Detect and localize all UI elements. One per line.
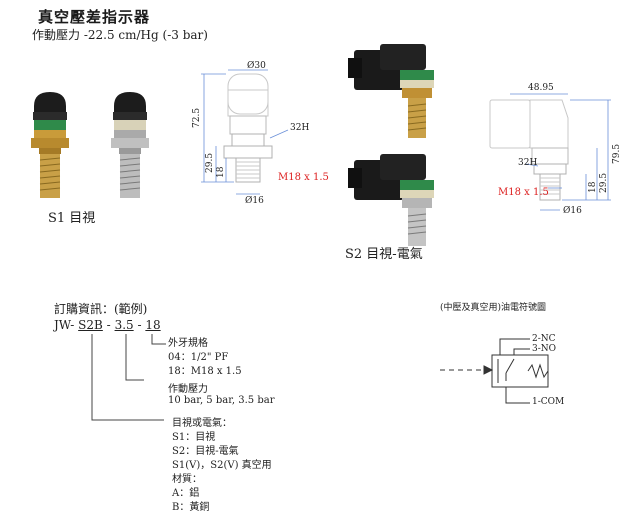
s1-product-photo: [31, 92, 149, 198]
s2-height-thread: 18: [588, 181, 598, 193]
s1-hex: 32H: [290, 123, 310, 133]
material-title: 材質：: [172, 474, 202, 485]
s2-height-total: 79.5: [612, 143, 622, 164]
order-code-pressure: 3.5: [114, 318, 134, 332]
s1-dia-bottom: Ø16: [245, 196, 264, 206]
s2-product-photo: [348, 44, 434, 246]
s1-caption: S1 目視: [48, 211, 96, 226]
pressure-options: 10 bar, 5 bar, 3.5 bar: [168, 395, 275, 406]
s2-caption: S2 目視-電氣: [345, 247, 423, 262]
order-code-sep: -: [137, 318, 142, 332]
order-code-type: S2B: [78, 318, 103, 332]
s1-dia-top: Ø30: [247, 61, 266, 71]
order-code: JW- S2B - 3.5 - 18: [54, 318, 161, 332]
operating-pressure: 作動壓力 -22.5 cm/Hg (-3 bar): [32, 28, 208, 42]
symbol-no-label: 3-NO: [532, 344, 557, 354]
s1-height-thread: 18: [216, 166, 226, 178]
type-option-s1: S1：目視: [172, 432, 216, 443]
s1-height-lower: 29.5: [205, 152, 215, 173]
symbol-title: (中壓及真空用)油電符號圖: [440, 303, 547, 313]
hydraulic-electric-symbol: [440, 338, 549, 404]
material-option-a: A：鋁: [172, 488, 200, 499]
type-option-s2: S2：目視-電氣: [172, 446, 239, 457]
symbol-nc-label: 2-NC: [532, 334, 556, 344]
s1-dimension-drawing: [201, 69, 289, 195]
material-option-b: B：黃銅: [172, 502, 210, 513]
type-title: 目視或電氣：: [172, 418, 232, 429]
s1-thread-spec: M18 x 1.5: [278, 172, 329, 183]
thread-spec-option-04: 04：1/2" PF: [168, 352, 229, 363]
s1-height-total: 72.5: [192, 107, 202, 128]
order-code-sep: -: [106, 318, 111, 332]
type-option-vacuum: S1(V)，S2(V) 真空用: [172, 460, 272, 471]
symbol-com-label: 1-COM: [532, 397, 565, 407]
s2-width: 48.95: [528, 83, 554, 93]
order-code-prefix: JW-: [54, 318, 75, 332]
order-heading: 訂購資訊：(範例): [54, 302, 148, 316]
order-code-thread: 18: [145, 318, 161, 332]
s2-dia-bottom: Ø16: [563, 206, 582, 216]
thread-spec-title: 外牙規格: [168, 338, 208, 349]
order-leader-lines: [91, 334, 166, 421]
s2-hex: 32H: [518, 158, 538, 168]
page-title: 真空壓差指示器: [38, 8, 151, 26]
s2-height-lower: 29.5: [599, 172, 609, 193]
s2-thread-spec: M18 x 1.5: [498, 187, 549, 198]
s2-dimension-drawing: [489, 93, 611, 211]
pressure-title: 作動壓力: [168, 384, 208, 395]
thread-spec-option-18: 18：M18 x 1.5: [168, 366, 242, 377]
